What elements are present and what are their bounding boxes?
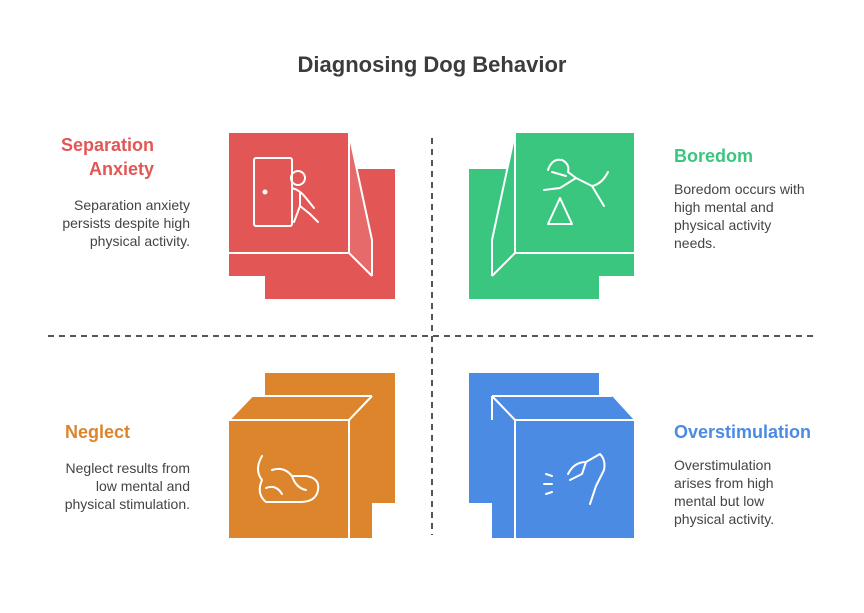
sleeping-dog-icon [257,455,320,503]
barking-dog-icon [543,453,606,505]
separation-anxiety-block [229,132,395,299]
dog-jumping-icon [543,158,609,225]
overstimulation-label: Overstimulation [674,422,812,442]
neglect-description: Neglect results from low mental and phys… [64,460,190,512]
overstimulation-description: Overstimulation arises from high mental … [674,457,775,527]
separation-anxiety-description: Separation anxiety persists despite high… [62,197,190,249]
neglect-block [228,373,395,538]
page-title: Diagnosing Dog Behavior [297,52,567,77]
neglect-label: Neglect [64,422,130,442]
overstimulation-block [469,373,634,538]
separation-anxiety-label: Separation Anxiety [60,135,154,179]
boredom-label: Boredom [674,146,754,166]
boredom-description: Boredom occurs with high mental and phys… [674,181,805,251]
door-person-icon [253,157,319,227]
